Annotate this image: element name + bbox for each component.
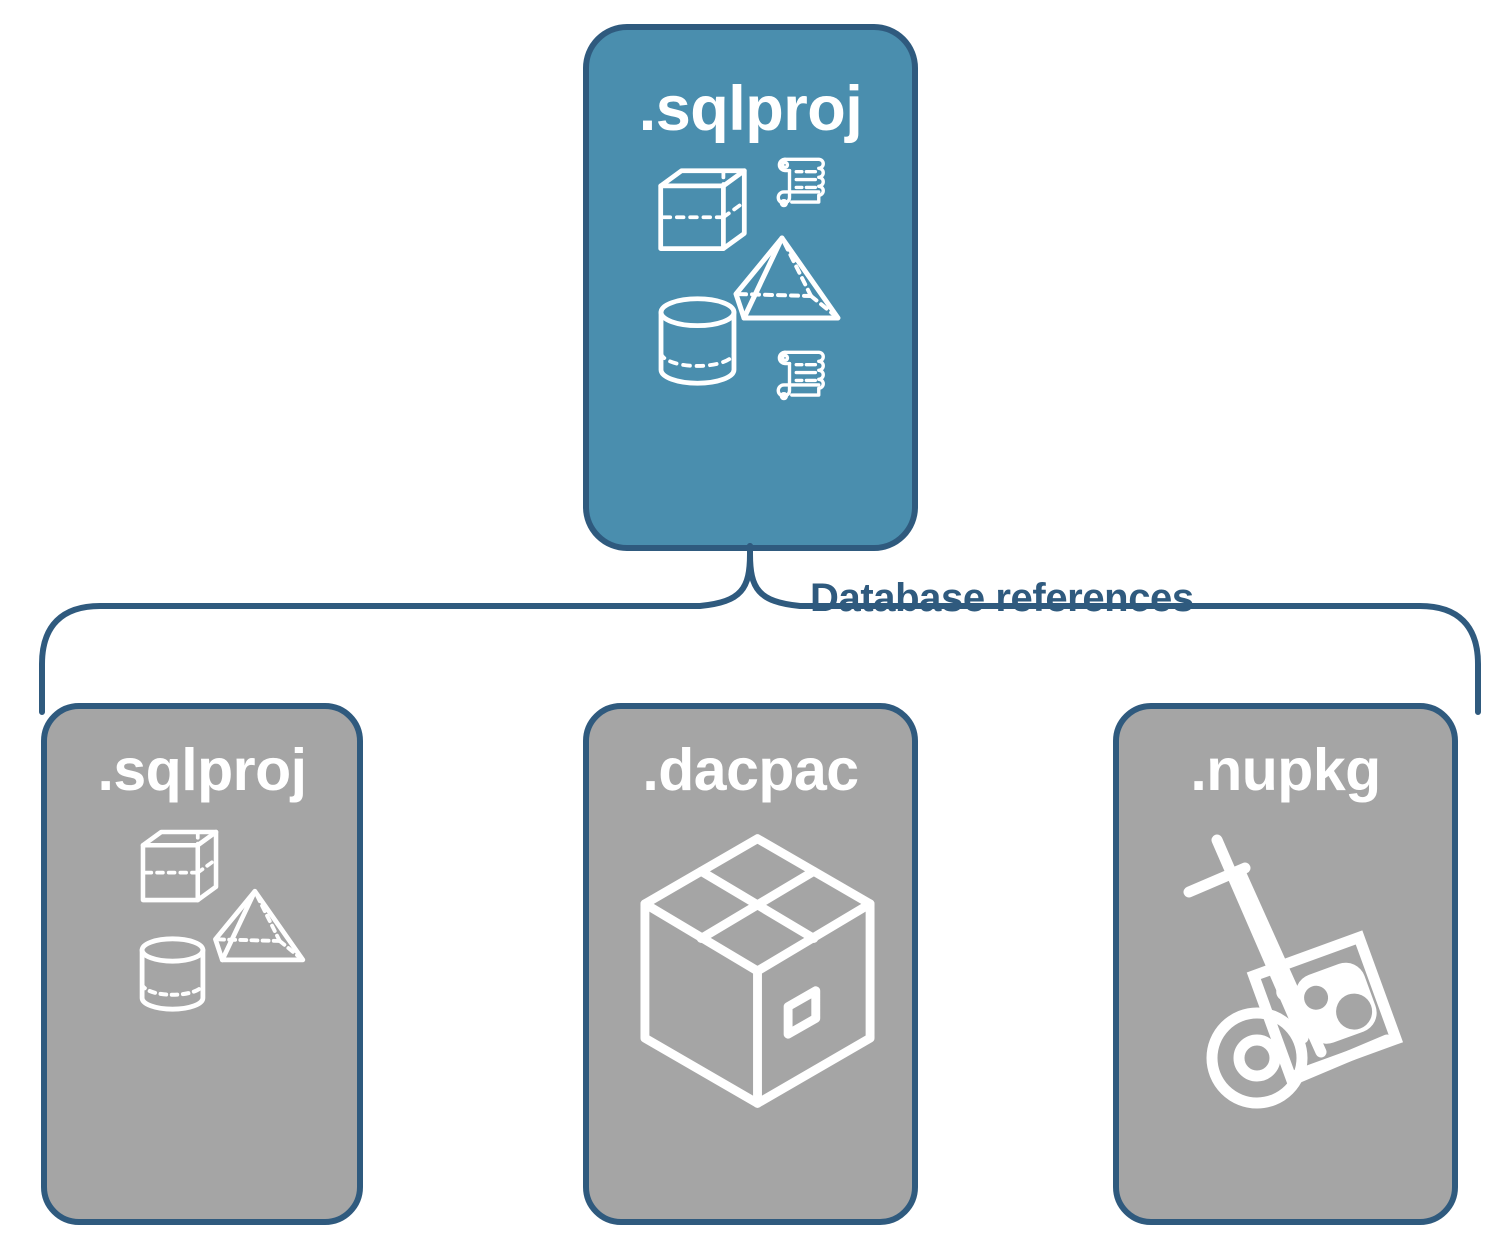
icon-group-database-objects bbox=[589, 141, 912, 545]
hand-truck-icon bbox=[1183, 834, 1404, 1109]
connector-label: Database references bbox=[810, 576, 1194, 620]
cylinder-icon bbox=[139, 936, 206, 1012]
card-title: .dacpac bbox=[642, 737, 859, 803]
icon-group-package bbox=[589, 800, 912, 1219]
icon-group-nuget-delivery bbox=[1119, 800, 1452, 1219]
card-title: .sqlproj bbox=[97, 737, 307, 803]
script-scroll-icon bbox=[776, 350, 825, 401]
cube-icon bbox=[658, 168, 747, 251]
script-scroll-icon bbox=[776, 157, 825, 208]
node-card-child-sqlproj[interactable]: .sqlproj bbox=[41, 703, 363, 1225]
card-title: .nupkg bbox=[1190, 737, 1381, 803]
cube-icon bbox=[140, 829, 219, 903]
package-box-icon bbox=[640, 834, 875, 1108]
icon-group-database-objects bbox=[47, 800, 357, 1219]
node-card-child-nupkg[interactable]: .nupkg bbox=[1113, 703, 1458, 1225]
cylinder-icon bbox=[658, 296, 737, 386]
pyramid-icon bbox=[733, 235, 841, 321]
pyramid-icon bbox=[213, 888, 306, 963]
bracket-connector bbox=[39, 543, 1481, 715]
node-card-child-dacpac[interactable]: .dacpac bbox=[583, 703, 918, 1225]
card-title: .sqlproj bbox=[638, 74, 863, 144]
node-card-root-sqlproj[interactable]: .sqlproj bbox=[583, 24, 918, 551]
nuget-package-icon bbox=[1276, 962, 1377, 1044]
